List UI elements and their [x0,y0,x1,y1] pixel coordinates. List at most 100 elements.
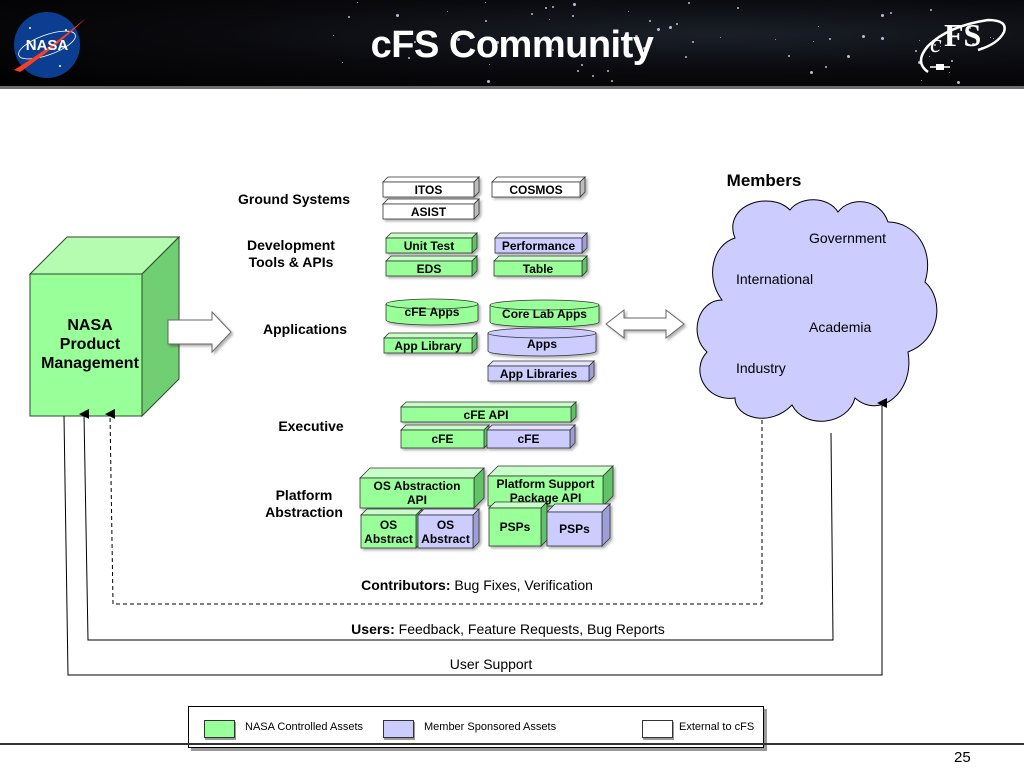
block-side-face [472,508,480,549]
block-top-face [491,176,586,183]
block-psps-member [546,503,611,547]
cylinder-body [487,333,597,357]
block-cfe-member [486,424,576,449]
flow-description: User Support [449,656,533,672]
star-decoration [333,34,335,36]
star-decoration [342,62,344,64]
star-decoration [581,63,584,66]
page-number: 25 [954,749,971,766]
users-flow-line [79,408,834,641]
layer-label-line: Tools & APIs [248,254,334,270]
star-decoration [590,41,592,43]
star-decoration [470,37,473,40]
block-top-face [400,401,577,408]
star-decoration [495,41,499,45]
block-cfe-api [400,401,577,423]
star-decoration [551,6,554,9]
star-decoration [447,11,449,13]
star-decoration [572,15,575,18]
block-top-face [487,360,595,367]
nasa-box-label-line: Management [41,355,139,372]
block-top-face [383,332,478,339]
member-group-international: International [736,271,814,287]
star-decoration [407,56,410,59]
star-decoration [484,19,487,22]
block-front-face [382,203,475,220]
block-app-libraries [487,360,595,382]
star-decoration [591,75,594,78]
star-decoration [940,45,942,47]
user-support-flow-line [63,398,887,676]
cylinder-body [385,304,479,326]
star-decoration [610,80,613,83]
legend-label-member-sponsored: Member Sponsored Assets [424,721,557,733]
star-decoration [989,37,991,39]
star-decoration [948,72,950,74]
legend-swatch-external [642,720,673,738]
block-top-face [493,255,588,262]
block-front-face [382,181,475,198]
star-decoration [414,40,417,43]
cylinder-top [487,327,597,339]
users-flow-label: Users: Feedback, Feature Requests, Bug R… [0,621,1016,637]
star-decoration [788,55,791,58]
block-performance [494,232,588,254]
block-apps [487,327,597,357]
star-decoration [971,43,975,47]
member-group-industry: Industry [736,360,786,376]
star-decoration [861,34,865,38]
block-front-face [493,260,583,277]
block-front-face [488,507,542,547]
block-front-face [491,181,581,198]
block-front-face [383,337,473,354]
flow-role: Contributors: [361,577,451,593]
block-front-face [487,475,604,507]
block-top-face [417,508,480,516]
block-top-face [494,232,588,239]
block-itos [382,176,480,198]
star-decoration [634,34,638,38]
star-decoration [545,6,548,9]
star-decoration [456,37,460,41]
block-front-face [486,429,571,449]
star-decoration [531,12,534,15]
star-decoration [846,55,850,59]
star-decoration [812,41,814,43]
star-decoration [357,1,359,3]
block-psps-nasa [488,501,548,547]
star-decoration [643,47,647,51]
star-decoration [825,65,828,68]
nasa-box-label-line: Product [59,336,121,353]
legend-label-external: External to cFS [679,721,755,733]
cylinder-body [489,305,600,328]
block-cfe-apps [385,298,479,326]
layer-label-line: Development [247,237,335,253]
block-top-face [385,255,478,262]
member-group-government: Government [809,230,887,246]
star-decoration [817,25,819,27]
bidirectional-arrow-icon [605,308,685,340]
legend-label-nasa-controlled: NASA Controlled Assets [245,721,364,733]
star-decoration [692,40,695,43]
star-decoration [934,44,937,47]
star-decoration [656,27,660,31]
star-decoration [917,60,921,64]
block-top-face [486,424,576,431]
legend-swatch-nasa-controlled [204,720,235,738]
star-decoration [809,71,813,75]
block-front-face [385,237,473,254]
block-os-abstract-nasa [360,508,423,549]
block-front-face [360,514,417,549]
contributors-flow-label: Contributors: Bug Fixes, Verification [0,577,954,593]
block-top-face [487,465,614,477]
star-decoration [347,15,350,18]
block-top-face [488,501,548,509]
svg-text:NASA: NASA [26,37,69,54]
nasa-product-management-cube [28,235,181,418]
layer-label-line: Platform [275,487,333,503]
flow-description: Feedback, Feature Requests, Bug Reports [394,621,665,637]
block-top-face [382,176,480,183]
block-asist [382,198,480,220]
